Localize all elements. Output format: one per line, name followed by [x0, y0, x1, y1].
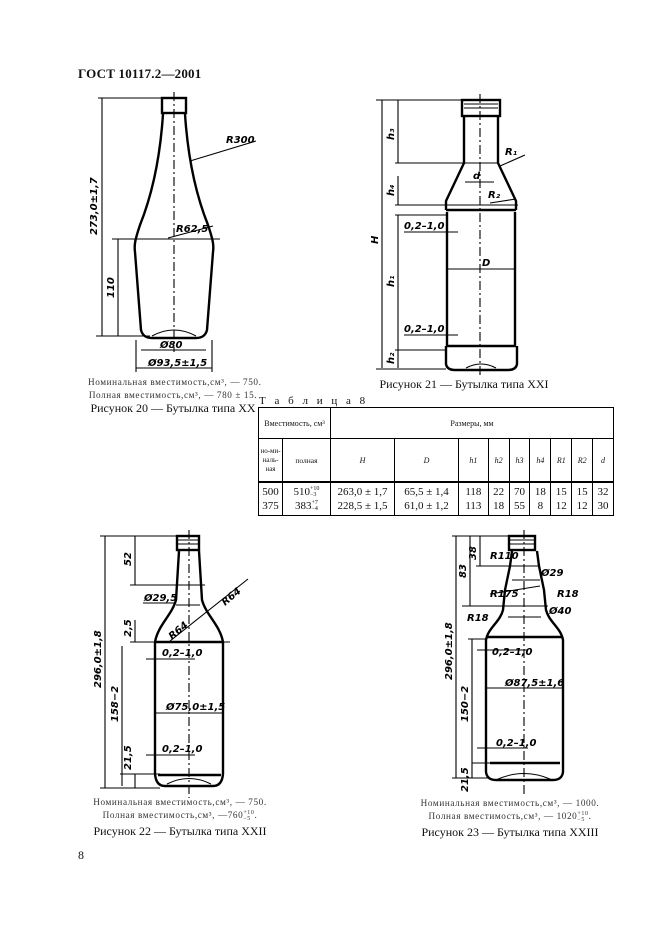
fig20-dim-r300: R300: [226, 135, 255, 146]
fig21-dim-gap-bottom: 0,2–1,0: [404, 324, 444, 335]
fig22-dim-21-5: 21,5: [123, 745, 134, 770]
fig23-dim-296: 296,0±1,8: [444, 622, 455, 680]
cell-H: 263,0 ± 1,7 228,5 ± 1,5: [330, 481, 395, 516]
fig21-caption: Рисунок 21 — Бутылка типа XXI: [379, 377, 549, 391]
table8-capacity-header: Вместимость, см³: [258, 407, 331, 439]
fig23-dim-r18-left: R18: [467, 613, 489, 624]
fig23-dim-d29: Ø29: [540, 567, 563, 579]
fig21-dim-r1: R₁: [505, 147, 517, 158]
figure-20-bottle-xx: R300 R62,5 Ø80 Ø93,5±1,5 273,0±1,7 110: [89, 92, 257, 372]
fig22-dim-gap-bottom: 0,2–1,0: [162, 744, 202, 755]
fig20-nominal-capacity: Номинальная вместимость,см³, — 750.: [88, 377, 262, 387]
fig20-dim-273: 273,0±1,7: [89, 177, 100, 235]
fig22-dim-gap-top: 0,2–1,0: [162, 648, 202, 659]
cell-h3: 70 55: [508, 481, 531, 516]
fig23-dim-d87-5: Ø87,5±1,6: [504, 677, 564, 689]
fig23-dim-r18-right: R18: [557, 589, 579, 600]
fig23-caption: Рисунок 23 — Бутылка типа XXIII: [421, 825, 599, 839]
col-R2: R2: [571, 438, 594, 483]
fig23-dim-38: 38: [468, 546, 479, 560]
page-number: 8: [78, 848, 84, 862]
fig23-dim-gap-bottom: 0,2–1,0: [496, 738, 536, 749]
cell-h2: 22 18: [487, 481, 510, 516]
fig23-dim-21-5: 21,5: [460, 767, 471, 792]
col-H: H: [330, 438, 395, 483]
table-8: Вместимость, см³ Размеры, мм но-ми-наль-…: [258, 407, 614, 516]
fig22-full-capacity: Полная вместимость,см³, —760+10−5.: [102, 810, 258, 822]
cell-nominal: 500 375: [258, 481, 283, 516]
fig21-dim-r2: R₂: [488, 190, 501, 201]
fig21-dim-d-large: D: [482, 258, 490, 269]
fig22-dim-52: 52: [123, 552, 134, 566]
col-nominal: но-ми-наль-ная: [258, 438, 283, 483]
fig20-dim-d93-5: Ø93,5±1,5: [147, 357, 207, 369]
table-row: 500 375 510+10−3 383+7−4 263,0 ± 1,7 228…: [258, 481, 614, 516]
col-h4: h4: [529, 438, 552, 483]
fig23-dim-d40: Ø40: [548, 605, 571, 617]
col-h2: h2: [487, 438, 510, 483]
table8-sizes-header: Размеры, мм: [330, 407, 614, 439]
cell-D: 65,5 ± 1,4 61,0 ± 1,2: [394, 481, 459, 516]
col-h3: h3: [508, 438, 531, 483]
fig22-dim-r64-outer: R64: [220, 586, 244, 608]
cell-R1: 15 12: [550, 481, 573, 516]
figure-23-bottle-xxiii: R110 Ø29 R175 R18 Ø40 R18 0,2–1,0 Ø87,5±…: [444, 530, 579, 794]
cell-d: 32 30: [592, 481, 614, 516]
fig22-nominal-capacity: Номинальная вместимость,см³, — 750.: [93, 797, 267, 807]
cell-R2: 15 12: [571, 481, 594, 516]
fig23-dim-r110: R110: [490, 551, 519, 562]
fig21-dim-h4: h₄: [386, 185, 397, 197]
fig21-dim-gap-top: 0,2–1,0: [404, 221, 444, 232]
fig22-dim-d75: Ø75,0±1,5: [165, 701, 225, 713]
fig20-full-capacity: Полная вместимость,см³, — 780 ± 15.: [88, 390, 258, 400]
col-D: D: [394, 438, 459, 483]
col-h1: h1: [458, 438, 489, 483]
cell-h4: 18 8: [529, 481, 552, 516]
fig23-dim-83: 83: [458, 564, 469, 578]
fig20-dim-d80: Ø80: [159, 339, 182, 351]
fig21-dim-h1: h₁: [386, 276, 397, 288]
fig22-dim-158: 158−2: [110, 686, 121, 722]
fig23-dim-r175: R175: [490, 589, 519, 600]
document-header: ГОСТ 10117.2—2001: [78, 66, 202, 81]
fig21-dim-d-small: d: [473, 171, 481, 182]
fig23-dim-gap-top: 0,2–1,0: [492, 647, 532, 658]
cell-full: 510+10−3 383+7−4: [282, 481, 331, 516]
fig21-dim-H: H: [370, 235, 381, 244]
fig22-dim-296: 296,0±1,8: [93, 630, 104, 688]
figure-22-bottle-xxii: Ø29,5 R64 R64 0,2–1,0 Ø75,0±1,5 0,2–1,0 …: [93, 530, 249, 798]
col-d: d: [592, 438, 614, 483]
fig23-nominal-capacity: Номинальная вместимость,см³, — 1000.: [420, 798, 600, 808]
cell-h1: 118 113: [458, 481, 489, 516]
fig23-full-capacity: Полная вместимость,см³, — 1020+10−5.: [428, 811, 592, 823]
fig20-dim-110: 110: [106, 277, 117, 298]
fig23-dim-150: 150−2: [460, 686, 471, 722]
fig21-dim-h2: h₂: [386, 352, 397, 364]
fig22-dim-r64-inner: R64: [167, 620, 191, 642]
fig20-dim-r62-5: R62,5: [176, 224, 208, 235]
fig22-caption: Рисунок 22 — Бутылка типа XXII: [93, 824, 267, 838]
col-full: полная: [282, 438, 331, 483]
figure-21-bottle-xxi: R₁ R₂ d D 0,2–1,0 0,2–1,0 h₃ h₄ H h₁ h₂: [370, 94, 526, 378]
col-R1: R1: [550, 438, 573, 483]
fig20-caption: Рисунок 20 — Бутылка типа XX: [90, 401, 256, 415]
fig21-dim-h3: h₃: [386, 128, 397, 140]
fig22-dim-2-5: 2,5: [123, 619, 134, 637]
fig22-dim-d29-5: Ø29,5: [143, 592, 177, 604]
table8-title: Т а б л и ц а 8: [259, 395, 369, 407]
